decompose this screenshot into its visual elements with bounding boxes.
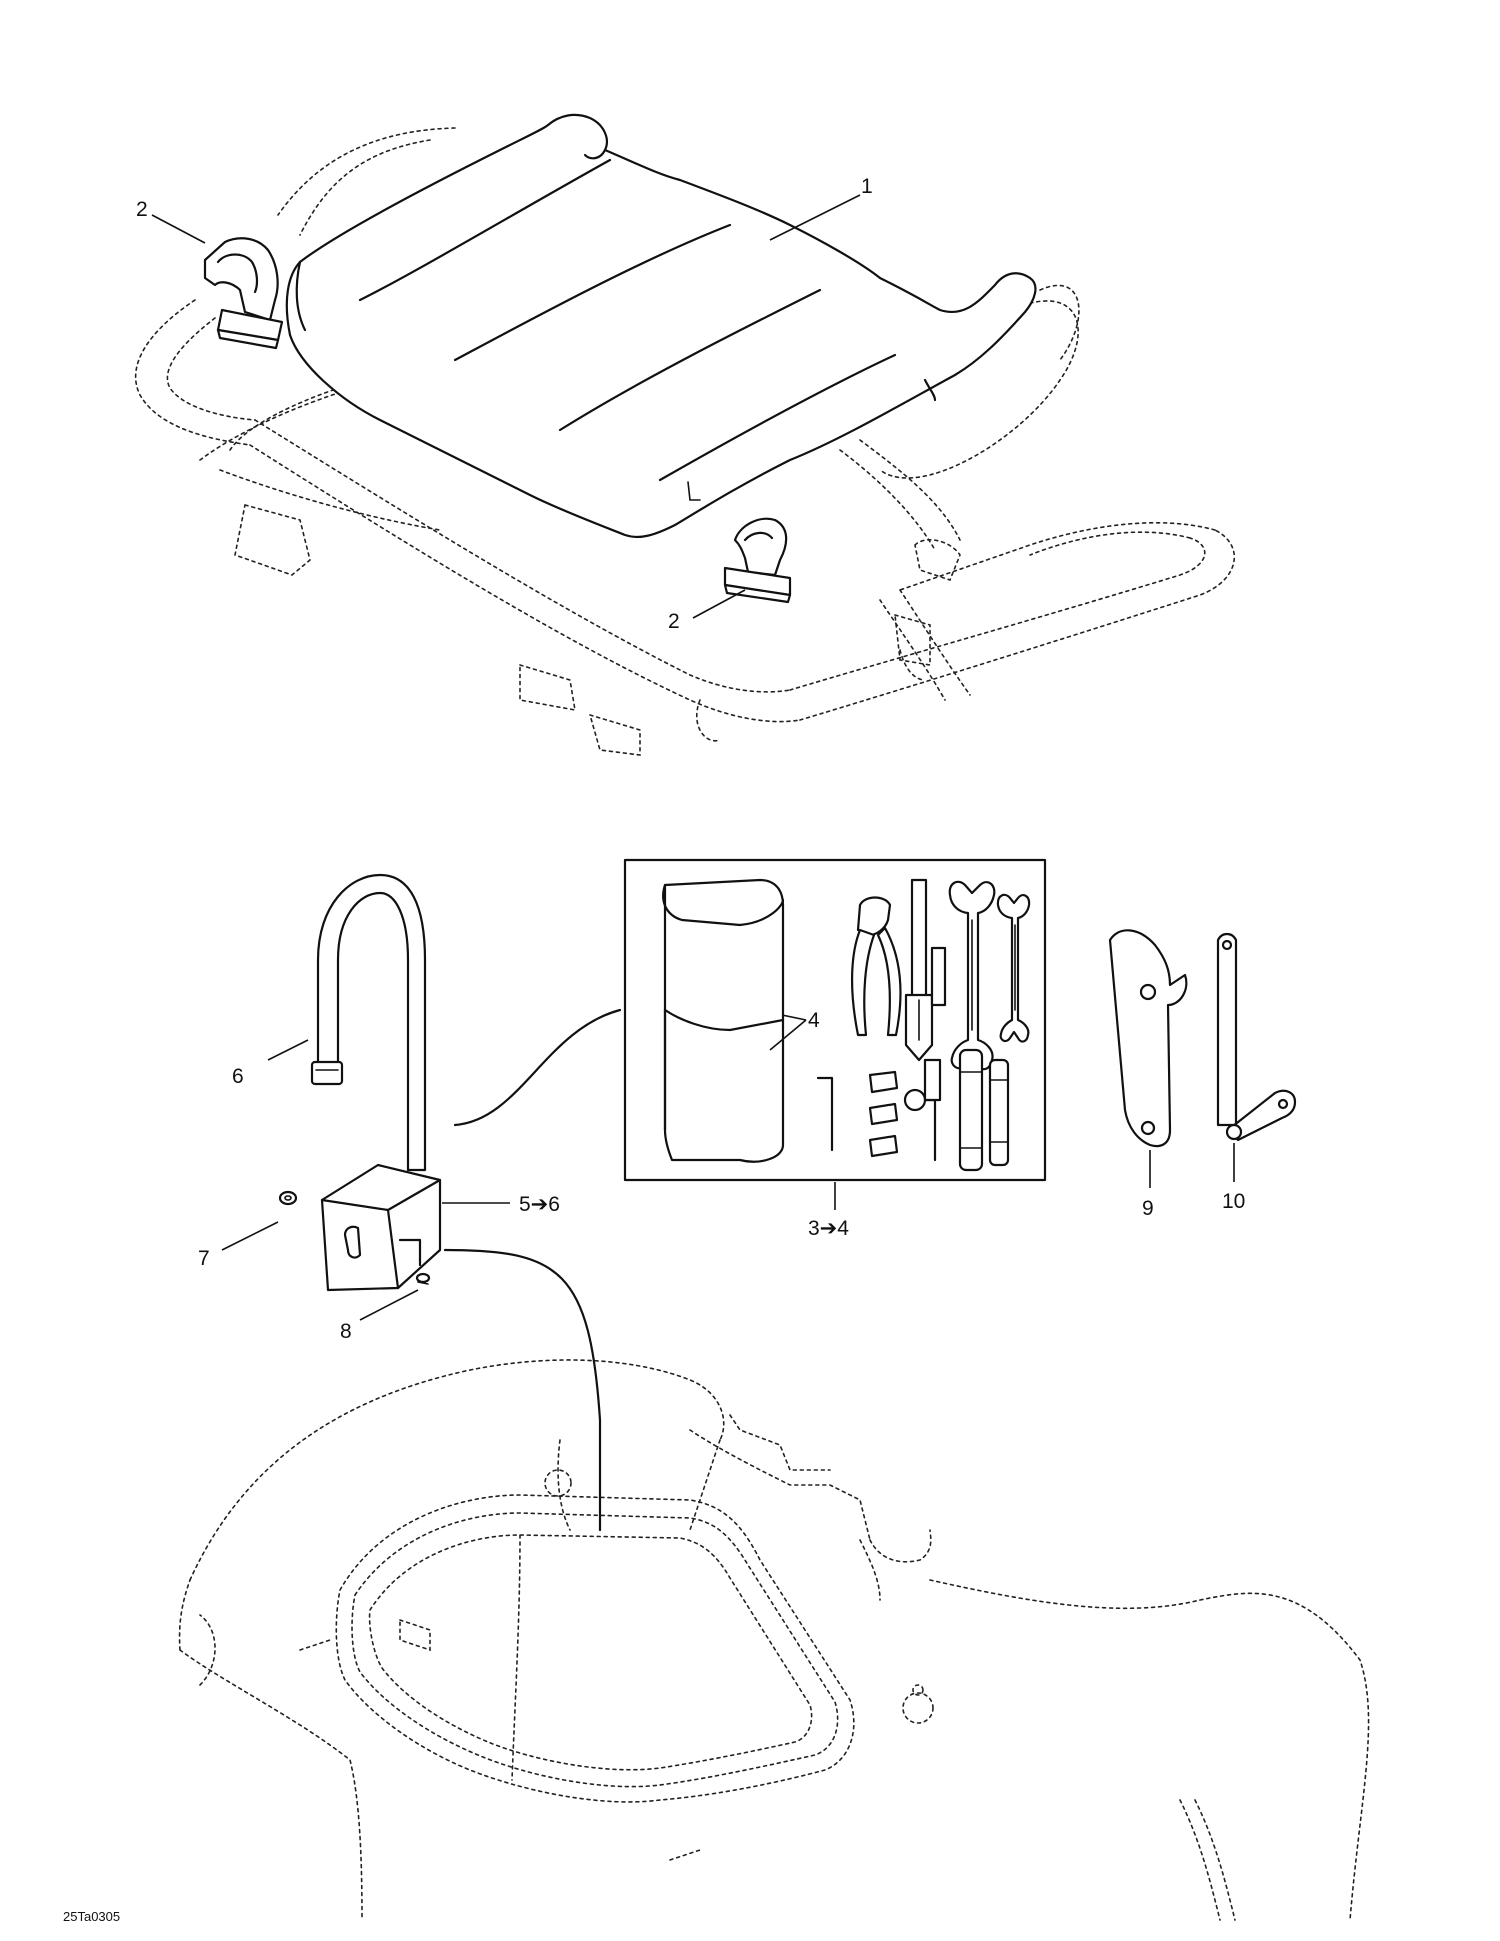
grab-handle-left: [203, 237, 284, 350]
wrench-10: [1216, 932, 1297, 1142]
callout-screw: 8: [340, 1320, 352, 1343]
washer: [278, 1190, 298, 1206]
callout-holder: 5➔6: [519, 1193, 560, 1216]
retaining-strap: [310, 873, 427, 1172]
callout-wrench-10: 10: [1222, 1190, 1245, 1213]
drawing-reference: 25Ta0305: [63, 1909, 120, 1924]
pliers-icon: [851, 896, 902, 1037]
spark-plug-gauge-icon: [903, 1058, 942, 1162]
wrench-9: [1108, 929, 1188, 1148]
holder-to-compartment-line: [443, 1248, 602, 1532]
kit-to-holder-line: [453, 1008, 622, 1127]
callout-handle-left: 2: [136, 198, 148, 221]
wrench-large-icon: [948, 880, 996, 1071]
tool-bag: [662, 878, 785, 1163]
leader-tool-bag-2: [769, 1019, 807, 1051]
callout-washer: 7: [198, 1247, 210, 1270]
callout-seat: 1: [861, 175, 873, 198]
tool-kit-frame: [623, 858, 1047, 1182]
allen-key-icon: [816, 1076, 834, 1152]
callout-strap: 6: [232, 1065, 244, 1088]
screwdriver-icon: [904, 878, 947, 1062]
socket-wrench-large-icon: [958, 1048, 984, 1172]
socket-wrench-small-icon: [988, 1058, 1010, 1167]
leader-tool-bag-1: [781, 1014, 807, 1021]
callout-handle-right: 2: [668, 610, 680, 633]
leader-washer: [221, 1221, 279, 1251]
tools-group: [816, 878, 1031, 1172]
storage-compartment-body: [178, 1359, 1370, 1921]
wrench-small-icon: [996, 893, 1031, 1043]
rear-seat-cushion: [285, 113, 1037, 539]
callout-wrench-9: 9: [1142, 1197, 1154, 1220]
screw: [415, 1272, 431, 1285]
leader-handle-right: [692, 589, 746, 619]
rear-rack-frame: [134, 127, 1236, 756]
leader-strap: [267, 1039, 309, 1061]
fuses-icon: [868, 1070, 899, 1158]
leader-handle-left: [151, 214, 206, 244]
grab-handle-right: [723, 517, 792, 604]
callout-tool-kit: 3➔4: [808, 1217, 849, 1240]
leader-screw: [359, 1289, 419, 1321]
leader-seat: [769, 194, 861, 241]
tool-kit-holder: [320, 1163, 442, 1292]
callout-tool-bag: 4: [808, 1009, 820, 1032]
